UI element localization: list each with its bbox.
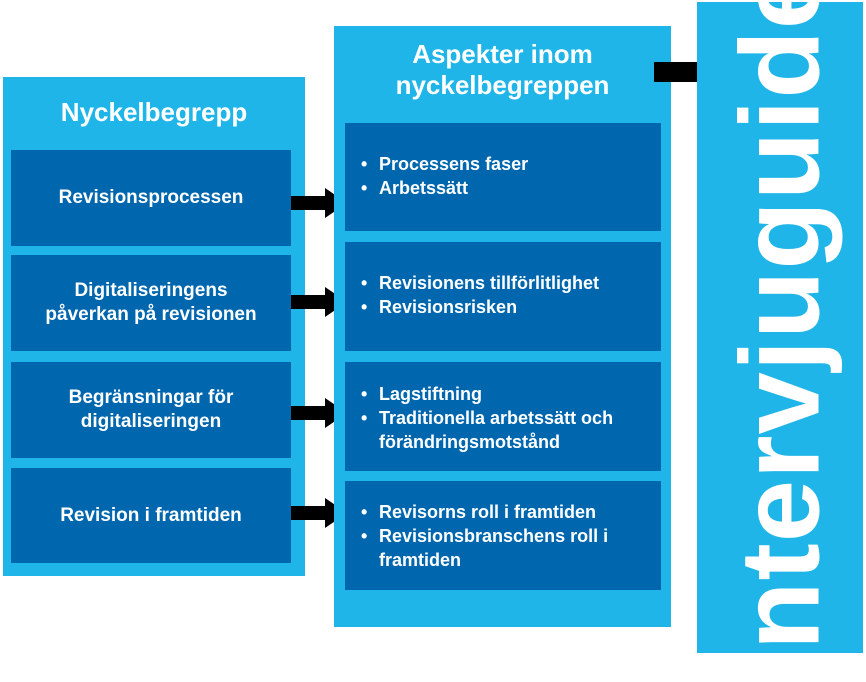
aspect-list: •Lagstiftning •Traditionella arbetssätt … — [357, 383, 655, 455]
bullet-icon: • — [361, 502, 368, 522]
aspect-list-item: •Revisionsbranschens roll i framtiden — [361, 525, 609, 570]
bullet-icon: • — [361, 525, 368, 546]
bullet-icon: • — [361, 296, 368, 317]
concept-label-line1: Revision i framtiden — [60, 504, 242, 526]
bullet-icon: • — [361, 154, 368, 174]
key-concepts-panel: Nyckelbegrepp Revisionsprocessen Digital… — [3, 77, 305, 576]
interview-guide-panel: Intervjuguide — [697, 0, 863, 682]
aspects-title-line1: Aspekter inom — [412, 39, 593, 69]
aspect-list-item: •Revisorns roll i framtiden — [357, 501, 655, 525]
interview-guide-label: Intervjuguide — [717, 0, 843, 682]
bullet-icon: • — [361, 273, 368, 293]
aspect-list-item: •Processens faser — [357, 153, 655, 177]
right-arrow-icon — [291, 188, 347, 218]
bullet-icon: • — [361, 407, 368, 428]
aspect-list-item: •Revisionens tillförlitlighet — [357, 272, 655, 296]
aspect-list-item: •Traditionella arbetssätt och förändring… — [361, 407, 614, 452]
key-concepts-title: Nyckelbegrepp — [60, 97, 248, 127]
aspects-title: Aspekter inom nyckelbegreppen — [334, 39, 671, 101]
aspects-panel: Aspekter inom nyckelbegreppen •Processen… — [334, 26, 671, 627]
concept-box-revisionsprocessen: Revisionsprocessen — [11, 150, 291, 246]
right-arrow-icon — [291, 287, 347, 317]
concept-label-line2: digitaliseringen — [80, 411, 222, 432]
concept-box-begransningar: Begränsningar för digitaliseringen — [11, 362, 291, 458]
right-arrow-icon — [291, 498, 347, 528]
aspect-list-item: •Revisionsrisken — [357, 296, 655, 320]
aspect-list: •Revisorns roll i framtiden •Revisionsbr… — [357, 501, 655, 573]
concept-box-digitaliseringens-paverkan: Digitaliseringens påverkan på revisionen — [11, 255, 291, 351]
concept-label-line1: Begränsningar för — [68, 387, 234, 409]
aspect-box-2: •Revisionens tillförlitlighet •Revisions… — [345, 242, 661, 351]
bullet-icon: • — [361, 177, 368, 198]
concept-label-line1: Digitaliseringens — [74, 280, 228, 302]
aspect-list: •Revisionens tillförlitlighet •Revisions… — [357, 272, 655, 320]
aspect-box-1: •Processens faser •Arbetssätt — [345, 123, 661, 231]
bullet-icon: • — [361, 384, 368, 404]
aspects-title-line2: nyckelbegreppen — [395, 70, 610, 101]
aspect-list: •Processens faser •Arbetssätt — [357, 153, 655, 201]
aspect-box-4: •Revisorns roll i framtiden •Revisionsbr… — [345, 481, 661, 590]
right-arrow-icon — [291, 398, 347, 428]
aspect-list-item: •Lagstiftning — [357, 383, 655, 407]
concept-label-line1: Revisionsprocessen — [58, 187, 244, 209]
aspect-box-3: •Lagstiftning •Traditionella arbetssätt … — [345, 362, 661, 471]
aspect-list-item: •Arbetssätt — [357, 177, 655, 201]
concept-label-line2: påverkan på revisionen — [45, 304, 257, 325]
concept-box-revision-i-framtiden: Revision i framtiden — [11, 468, 291, 563]
